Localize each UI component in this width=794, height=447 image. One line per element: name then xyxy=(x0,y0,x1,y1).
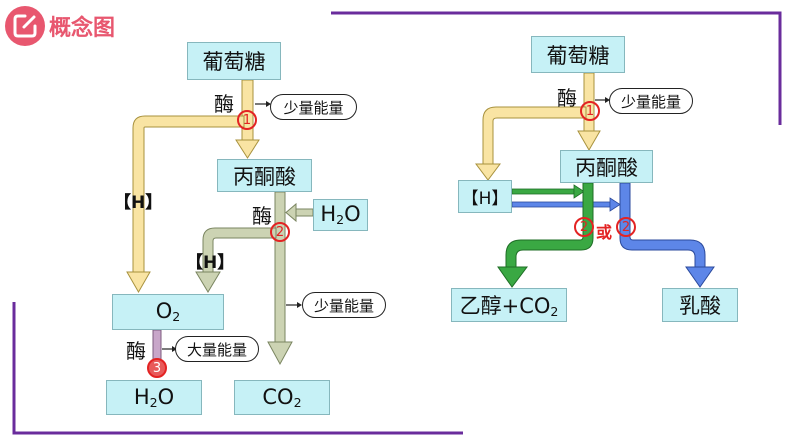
glucose-box: 葡萄糖 xyxy=(187,42,281,80)
co2-formula: CO2 xyxy=(262,384,302,411)
pyruvate-box: 丙酮酸 xyxy=(217,159,312,192)
ethanol-co2-formula: 乙醇+CO2 xyxy=(459,294,559,320)
arrow-h-to-blue xyxy=(511,197,621,212)
step-marker-2: 2 xyxy=(270,222,290,242)
step-marker-3: 3 xyxy=(147,358,167,378)
arrow-h-2-to-oxygen xyxy=(195,227,277,293)
enzyme-label-1: 酶 xyxy=(214,92,234,116)
glucose-label: 葡萄糖 xyxy=(202,50,266,74)
water-out-box: H2O xyxy=(106,380,202,415)
lactic-acid-box: 乳酸 xyxy=(662,288,738,322)
oxygen-formula: O2 xyxy=(155,299,181,325)
r-h-label: 【H】 xyxy=(461,189,509,209)
r-enzyme-label: 酶 xyxy=(557,86,577,110)
pyruvate-label: 丙酮酸 xyxy=(233,164,296,189)
r-energy-pill: 少量能量 xyxy=(609,88,693,114)
frame-top-right xyxy=(331,11,782,125)
r-step-marker-1: 1 xyxy=(580,101,600,121)
r-pyruvate-box: 丙酮酸 xyxy=(560,150,653,183)
water-out-formula: H2O xyxy=(133,384,175,411)
arrow-h-to-green xyxy=(511,184,585,199)
energy-pill-2: 少量能量 xyxy=(302,292,386,318)
r-h-box: 【H】 xyxy=(458,180,512,213)
water-in-formula: H2O xyxy=(320,202,361,228)
arrow-r-energy xyxy=(595,97,610,103)
r-glucose-label: 葡萄糖 xyxy=(546,43,610,68)
ethanol-co2-box: 乙醇+CO2 xyxy=(451,288,567,322)
arrow-pyruvate-to-ethanol xyxy=(497,182,594,288)
arrow-h-to-oxygen xyxy=(126,115,245,294)
r-step-marker-2b: 2 xyxy=(616,217,636,237)
step-marker-1: 1 xyxy=(237,110,257,130)
water-in-box: H2O xyxy=(313,199,368,231)
arrow-r-to-h xyxy=(475,106,587,181)
enzyme-label-3: 酶 xyxy=(126,339,146,363)
energy-pill-3: 大量能量 xyxy=(175,336,259,362)
page-title: 概念图 xyxy=(49,16,116,41)
enzyme-label-2: 酶 xyxy=(252,204,272,228)
r-pyruvate-label: 丙酮酸 xyxy=(575,155,638,180)
edit-square-icon xyxy=(5,6,45,46)
arrow-energy-2 xyxy=(286,302,302,308)
arrow-pyruvate-to-lactic xyxy=(619,182,715,288)
arrow-water-in xyxy=(285,202,314,223)
header: 概念图 xyxy=(5,6,115,46)
r-glucose-box: 葡萄糖 xyxy=(531,36,625,73)
or-label: 或 xyxy=(596,223,613,242)
energy-pill-1: 少量能量 xyxy=(270,94,357,120)
arrow-pyruvate-to-co2 xyxy=(267,191,293,366)
co2-box: CO2 xyxy=(234,380,330,415)
h-label-1: 【H】 xyxy=(114,193,163,213)
h-label-2: 【H】 xyxy=(186,253,235,273)
r-step-marker-2a: 2 xyxy=(574,217,594,237)
arrow-energy-1 xyxy=(255,101,271,107)
frame-bottom-left xyxy=(12,302,463,435)
lactic-acid-label: 乳酸 xyxy=(679,294,721,318)
arrow-energy-3 xyxy=(162,346,177,352)
oxygen-box: O2 xyxy=(112,294,224,330)
